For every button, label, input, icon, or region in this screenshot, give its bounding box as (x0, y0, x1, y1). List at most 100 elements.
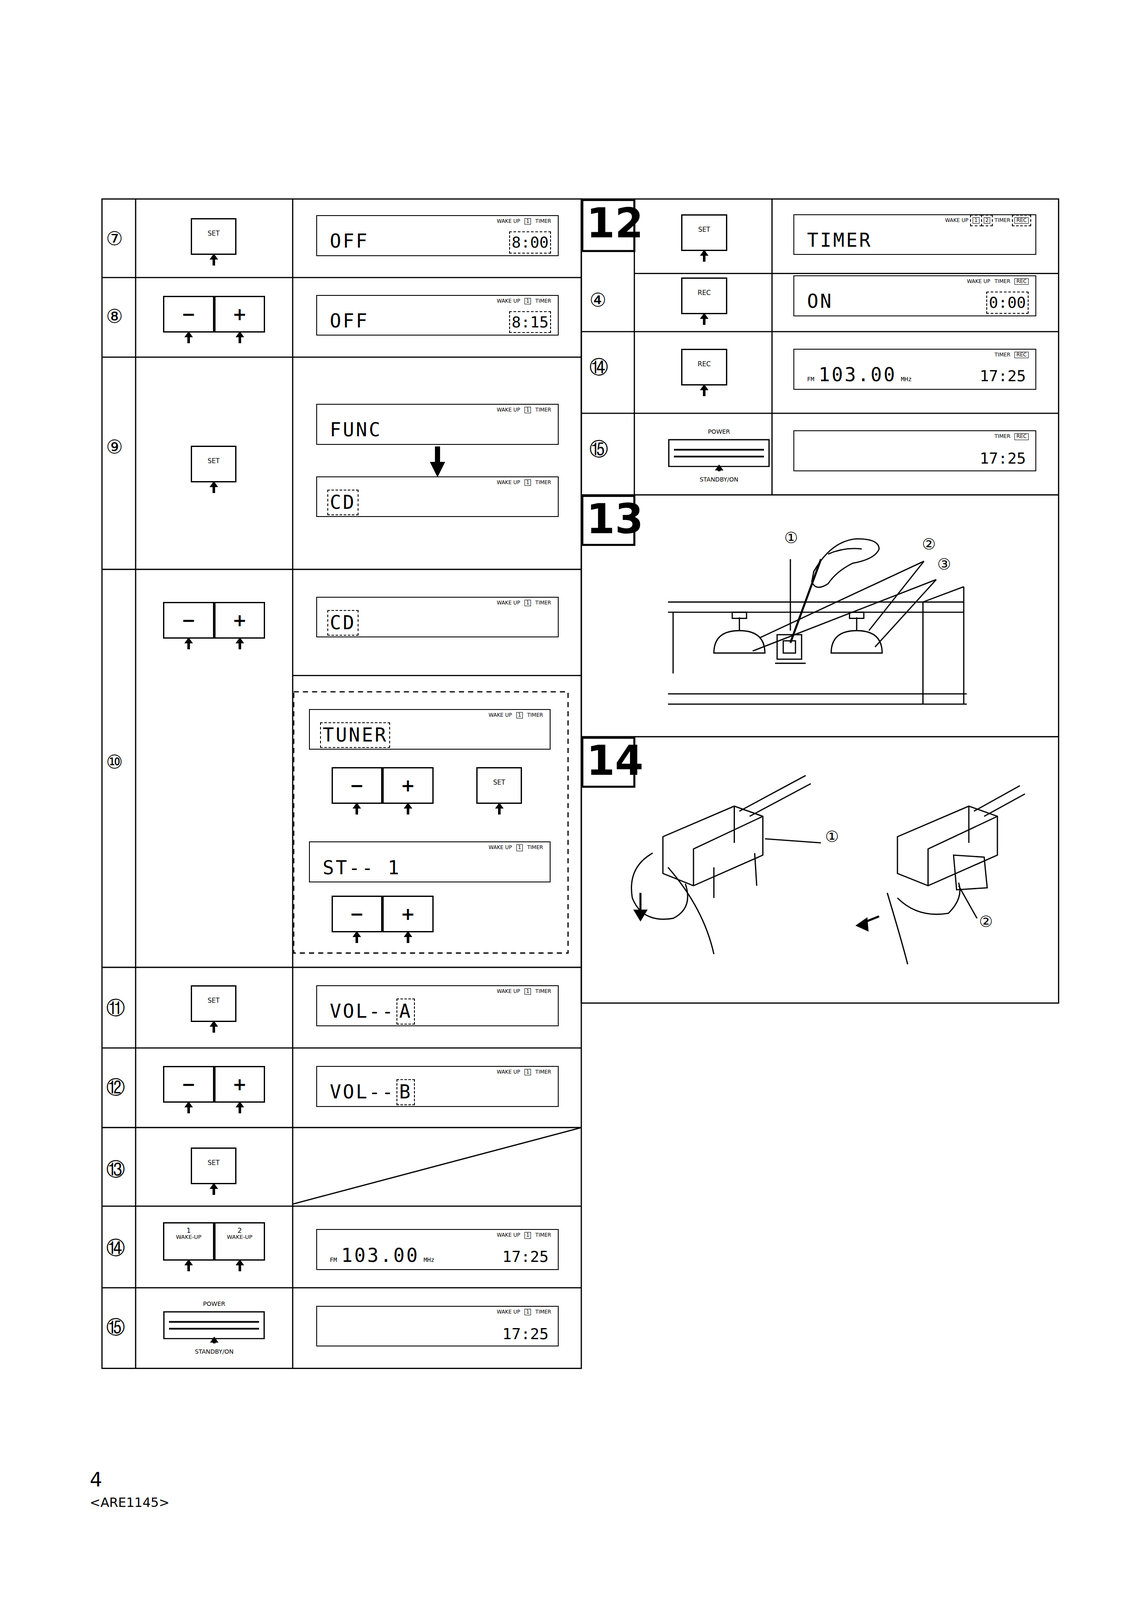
clock-readout: 0:00 (988, 294, 1027, 312)
press-arrow (714, 464, 724, 472)
segment-row: VOL--B (329, 1081, 549, 1102)
press-arrow (699, 312, 709, 325)
power-button: POWERSTANDBY/ON (163, 1310, 266, 1340)
wake-up-button: 2WAKE-UP (214, 1221, 266, 1261)
press-arrow (699, 384, 710, 397)
callout-number: ⑪ (106, 997, 126, 1018)
drawing-stroke (693, 805, 763, 886)
button-label: + (232, 1074, 248, 1094)
button-label: WAKE-UP (175, 1233, 202, 1240)
press-arrow (208, 1020, 219, 1033)
lcd-display: WAKE UP1TIMERFM103.00MHz17:25 (316, 1228, 560, 1270)
segment-row: FM103.00MHz17:25 (329, 1244, 549, 1266)
segment-text: CD (329, 492, 356, 513)
button-caption: STANDBY/ON (163, 1348, 266, 1355)
section-number: 14 (586, 738, 644, 784)
press-arrow (235, 1259, 245, 1271)
segment-row: FM103.00MHz17:25 (807, 364, 1027, 385)
press-arrow (184, 1101, 193, 1114)
button-label: − (181, 610, 196, 630)
callout-number: ⑮ (106, 1316, 126, 1338)
lcd-display: WAKE UP1TIMER TUNER (308, 708, 551, 750)
section-number: 12 (586, 201, 644, 247)
press-arrow (209, 1182, 219, 1195)
drawing-stroke (771, 198, 773, 495)
flow-arrow (434, 446, 441, 470)
press-arrow (183, 1259, 194, 1271)
indicator-label: WAKE UP (496, 600, 521, 606)
button-label: 1 (186, 1226, 191, 1235)
drawing-stroke (581, 412, 1059, 414)
drawing-stroke (634, 909, 647, 921)
indicator-label: REC (1014, 278, 1029, 285)
press-arrow (351, 802, 362, 815)
button-label: SET (207, 1159, 220, 1167)
segment-row: ON0:00 (807, 291, 1027, 312)
indicator-row: WAKE UP1TIMER (488, 711, 544, 719)
indicator-label: 2 (983, 217, 991, 224)
indicator-label: TIMER (535, 1308, 551, 1315)
press-arrow (352, 802, 362, 815)
callout-number: ⑭ (106, 1237, 126, 1258)
indicator-label: TIMER (535, 600, 551, 606)
lcd-display: WAKE UP1TIMERST-- 1 (308, 841, 551, 883)
switch-line (169, 1320, 260, 1323)
band-unit-label: MHz (900, 376, 912, 383)
drawing-stroke (292, 674, 582, 677)
indicator-label: REC (1014, 351, 1029, 359)
button-label: SET (207, 457, 220, 465)
indicator-label: TIMER (535, 1232, 551, 1238)
segment-row: ST-- 1 (322, 857, 541, 878)
segment-text: OFF (329, 230, 369, 252)
segment-text: VOL-- (329, 1081, 395, 1102)
segment-text: B (399, 1081, 413, 1102)
press-arrow (209, 1020, 219, 1033)
button-label: REC (697, 360, 711, 368)
indicator-label: 1 (516, 711, 524, 719)
segment-text: TUNER (322, 724, 388, 746)
lcd-display: WAKE UP1TIMER17:25 (316, 1305, 560, 1347)
indicator-label: TIMER (535, 479, 551, 486)
press-arrow (183, 637, 194, 650)
drawing-stroke (874, 579, 936, 648)
callout-number: ⑦ (106, 228, 123, 249)
push-button: − (331, 766, 383, 804)
drawing-stroke (672, 612, 674, 674)
drawing-stroke (811, 538, 880, 588)
press-arrow (184, 637, 193, 650)
drawing-stroke (927, 805, 997, 886)
press-arrow (403, 802, 413, 815)
indicator-label: WAKE UP (496, 407, 521, 413)
indicator-label: 1 (524, 599, 532, 607)
button-label: + (400, 904, 416, 924)
drawing-stroke (789, 559, 791, 631)
callout-number: ③ (937, 555, 951, 573)
indicator-row: WAKE UP1TIMER (496, 218, 552, 225)
drawing-stroke (923, 586, 965, 704)
drawing-stroke (102, 356, 582, 358)
lcd-display: WAKE UP1TIMEROFF8:00 (316, 215, 560, 257)
push-button: REC (681, 277, 728, 315)
press-arrow (184, 331, 193, 344)
indicator-row: WAKE UP1TIMER (496, 988, 552, 995)
lcd-display: WAKE UP1TIMERCD (316, 476, 560, 518)
drawing-stroke (581, 494, 1059, 496)
push-button: + (214, 295, 266, 333)
indicator-label: 1 (524, 297, 532, 305)
indicator-label: WAKE UP (496, 988, 521, 994)
press-arrow (208, 253, 219, 266)
indicator-label: WAKE UP (496, 1308, 521, 1315)
indicator-label: WAKE UP (944, 217, 969, 224)
button-label: WAKE-UP (227, 1233, 253, 1240)
indicator-label: WAKE UP (496, 1232, 521, 1238)
indicator-label: TIMER (994, 433, 1011, 440)
indicator-label: 1 (524, 479, 532, 486)
button-label: SET (493, 778, 506, 787)
press-arrow (699, 249, 710, 262)
segment-row: OFF8:15 (329, 310, 549, 332)
button-label: SET (207, 230, 220, 238)
drawing-stroke (777, 634, 802, 659)
press-arrow (235, 1101, 245, 1114)
drawing-stroke (102, 568, 582, 570)
indicator-row: WAKE UP1TIMER (496, 599, 552, 607)
